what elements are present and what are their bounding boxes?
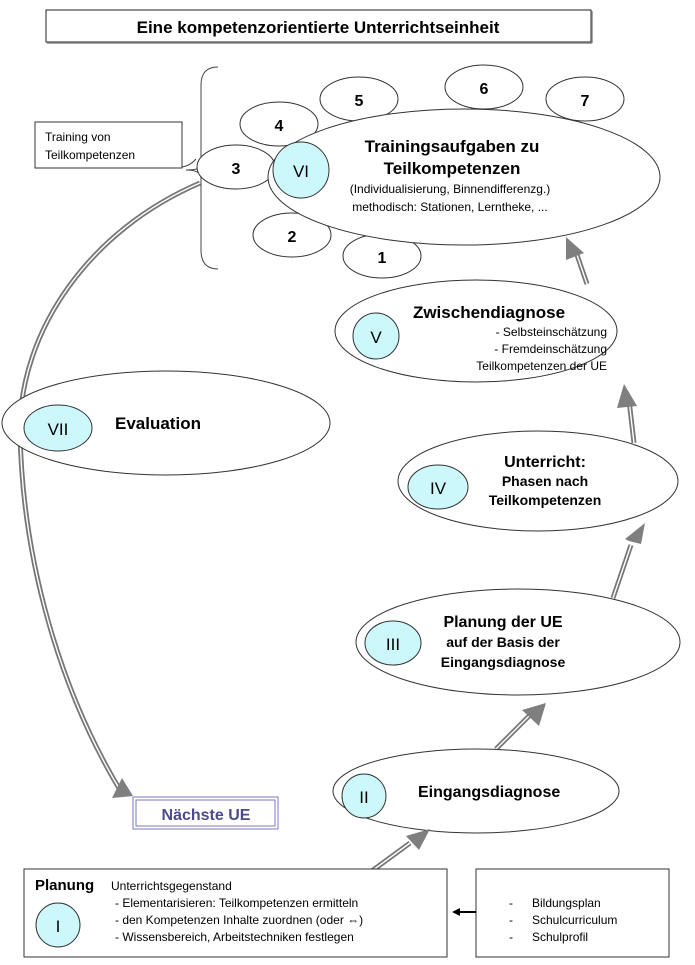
stage-iv-line2: Phasen nach <box>502 473 588 489</box>
return-arrow <box>17 180 201 798</box>
stage-v[interactable]: V Zwischendiagnose - Selbsteinschätzung … <box>334 279 618 383</box>
stage-vi-note: (Individualisierung, Binnendifferenzg.) <box>350 182 551 196</box>
sources-to-planning-arrow <box>452 908 476 916</box>
training-task-2[interactable]: 2 <box>252 212 332 258</box>
stage-iii-line3: Eingangsdiagnose <box>441 654 566 670</box>
stage-vi-title-2: Teilkompetenzen <box>384 159 521 178</box>
svg-text:3: 3 <box>232 161 241 178</box>
stage-vi-methods: methodisch: Stationen, Lerntheke, ... <box>352 200 547 214</box>
stage-i-box[interactable]: Planung Unterrichtsgegenstand - Elementa… <box>23 868 448 958</box>
stage-v-title: Zwischendiagnose <box>413 303 565 322</box>
stage-i-item-3: - Wissensbereich, Arbeitstechniken festl… <box>115 930 354 944</box>
svg-text:-: - <box>509 896 513 910</box>
stage-iii-badge-label: III <box>386 635 400 654</box>
svg-text:5: 5 <box>355 93 364 110</box>
source-bildungsplan: Bildungsplan <box>532 896 601 910</box>
stage-i-subheading: Unterrichtsgegenstand <box>111 879 232 893</box>
stage-iv-line3: Teilkompetenzen <box>489 492 602 508</box>
stage-ii[interactable]: II Eingangsdiagnose <box>332 748 620 834</box>
stage-ii-badge <box>341 773 387 819</box>
stage-ii-badge-label: II <box>359 788 368 807</box>
training-task-1[interactable]: 1 <box>342 233 422 279</box>
stage-i-badge-label: I <box>56 917 61 936</box>
arrow-v-to-vi <box>566 237 590 285</box>
training-task-7[interactable]: 7 <box>545 76 625 122</box>
next-ue-label: Nächste UE <box>162 807 251 824</box>
training-label-box: Training von Teilkompetenzen <box>34 121 183 169</box>
svg-text:-: - <box>509 913 513 927</box>
stage-vi-badge <box>272 141 330 199</box>
title: Eine kompetenzorientierte Unterrichtsein… <box>137 18 500 37</box>
next-ue-box[interactable]: Nächste UE <box>132 796 279 830</box>
stage-iii-badge <box>364 620 422 666</box>
stage-ii-title: Eingangsdiagnose <box>418 784 560 801</box>
return-arrow-head <box>112 778 133 798</box>
stage-iv-badge-label: IV <box>430 479 447 498</box>
stage-i-heading: Planung <box>35 877 94 894</box>
svg-text:1: 1 <box>378 250 387 267</box>
stage-i-item-2: - den Kompetenzen Inhalte zuordnen (oder… <box>115 913 363 927</box>
stage-v-line4: Teilkompetenzen der UE <box>476 359 607 373</box>
stage-iv-title: Unterricht: <box>504 454 586 471</box>
stage-iii[interactable]: III Planung der UE auf der Basis der Ein… <box>355 588 681 696</box>
training-task-4[interactable]: 4 <box>239 101 319 147</box>
stage-vii-badge-label: VII <box>48 420 69 439</box>
title-box: Eine kompetenzorientierte Unterrichtsein… <box>45 9 593 44</box>
svg-text:2: 2 <box>288 229 297 246</box>
stage-v-badge-label: V <box>370 328 382 347</box>
training-task-3[interactable]: 3 <box>196 144 276 190</box>
stage-iv-badge <box>407 464 469 510</box>
stage-iii-title: Planung der UE <box>443 614 562 631</box>
arrow-iii-to-iv <box>610 523 645 599</box>
training-label-line2: Teilkompetenzen <box>45 148 135 162</box>
stage-iii-line2: auf der Basis der <box>446 634 560 650</box>
training-task-6[interactable]: 6 <box>444 64 524 110</box>
stage-vi-badge-label: VI <box>293 162 309 181</box>
svg-text:7: 7 <box>581 93 590 110</box>
arrow-iv-to-v <box>617 384 637 444</box>
stage-vi-title: Trainingsaufgaben zu <box>365 137 540 156</box>
sources-box: - - - Bildungsplan Schulcurriculum Schul… <box>475 868 670 958</box>
stage-vii-badge <box>23 404 93 452</box>
stage-v-item-1: - Selbsteinschätzung <box>496 325 607 339</box>
training-brace <box>185 66 219 270</box>
stage-vii-title: Evaluation <box>115 414 201 433</box>
source-schulprofil: Schulprofil <box>532 930 588 944</box>
stage-iv[interactable]: IV Unterricht: Phasen nach Teilkompetenz… <box>397 430 679 532</box>
stage-v-badge <box>352 312 400 360</box>
svg-text:6: 6 <box>480 81 489 98</box>
svg-text:4: 4 <box>275 118 284 135</box>
stage-vi[interactable]: VI Trainingsaufgaben zu Teilkompetenzen … <box>267 108 661 246</box>
source-schulcurriculum: Schulcurriculum <box>532 913 617 927</box>
stage-vii[interactable]: VII Evaluation <box>1 370 331 476</box>
arrow-ii-to-iii <box>494 703 546 751</box>
training-label-line1: Training von <box>45 130 111 144</box>
stage-v-item-2: - Fremdeinschätzung <box>494 342 607 356</box>
stage-i-item-1: - Elementarisieren: Teilkompetenzen ermi… <box>115 896 358 910</box>
stage-i-badge <box>35 902 81 948</box>
svg-text:-: - <box>509 930 513 944</box>
